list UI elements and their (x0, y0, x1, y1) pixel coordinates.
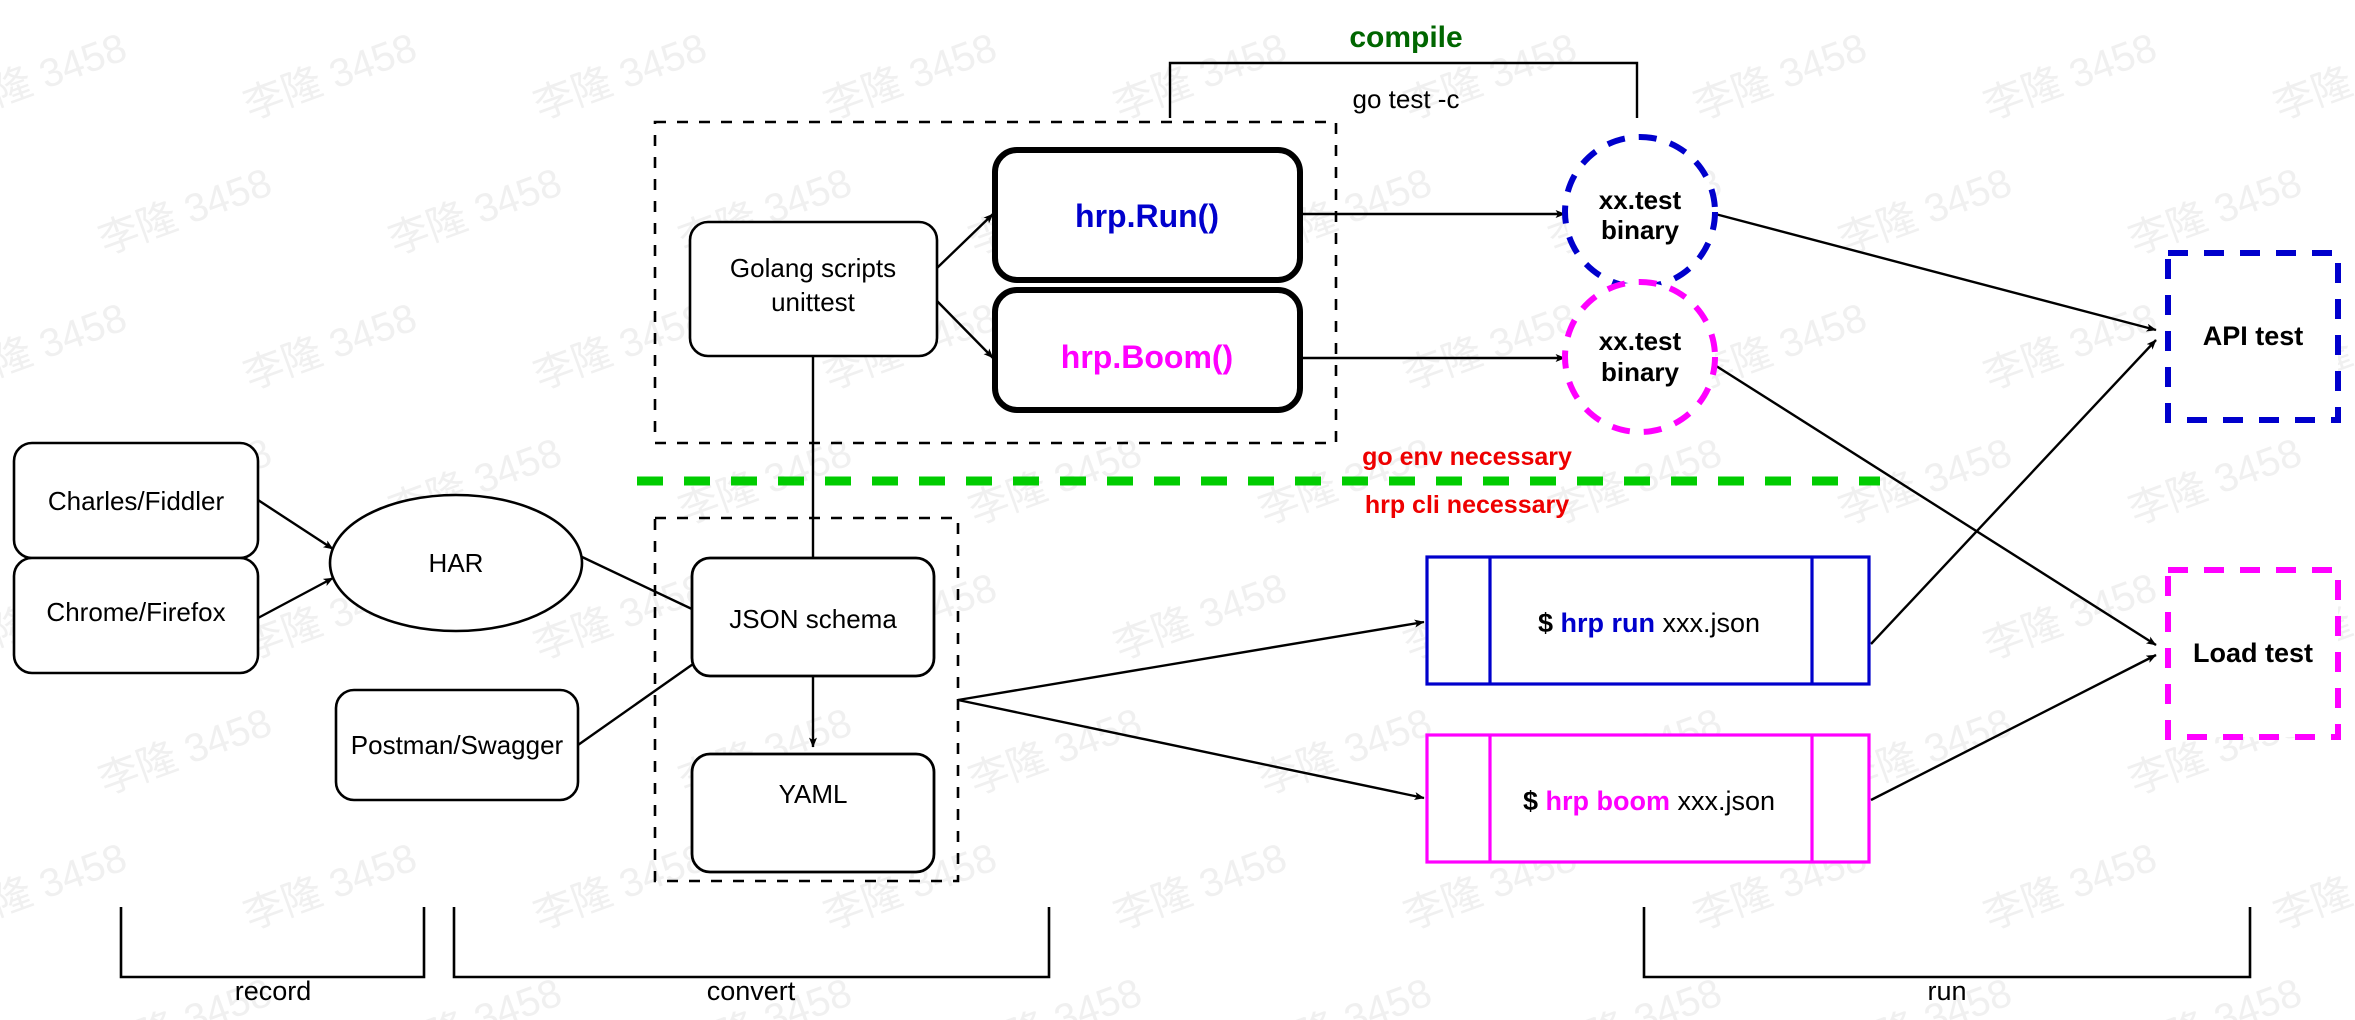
node-cli-hrp-boom-text: $ hrp boom xxx.json (1523, 786, 1775, 816)
edge-golang-to-hrpboom (936, 300, 994, 359)
node-har-label: HAR (429, 548, 484, 578)
compile-label: compile (1349, 21, 1462, 54)
cli-run-command: hrp run (1560, 608, 1655, 638)
phase-brackets (119, 907, 2252, 979)
edge-cli-boom-to-load-test (1870, 653, 2157, 802)
edge-chrome-to-har (257, 576, 334, 620)
phase-label-record: record (235, 976, 312, 1006)
node-golang-scripts-unittest[interactable]: Golang scripts unittest (688, 220, 939, 358)
node-binary-magenta[interactable]: xx.test binary (1562, 279, 1718, 435)
node-golang-scripts-label-line1: Golang scripts (730, 253, 896, 283)
node-yaml-label: YAML (779, 779, 848, 809)
cli-run-prompt: $ (1538, 608, 1553, 638)
phase-label-run: run (1927, 976, 1966, 1006)
compile-bracket (1168, 61, 1639, 118)
node-cli-hrp-boom[interactable]: $ hrp boom xxx.json (1425, 733, 1871, 864)
go-env-necessary-label: go env necessary (1362, 443, 1572, 471)
hrp-cli-necessary-label: hrp cli necessary (1365, 491, 1569, 519)
node-chrome-firefox[interactable]: Chrome/Firefox (12, 556, 260, 675)
node-api-test[interactable]: API test (2165, 250, 2341, 423)
node-hrp-run-label: hrp.Run() (1075, 198, 1219, 234)
node-charles-fiddler-label: Charles/Fiddler (48, 486, 225, 516)
node-binary-blue-label-line2: binary (1601, 215, 1680, 245)
node-golang-scripts-label-line2: unittest (771, 287, 856, 317)
edge-convert-to-cli-boom (957, 698, 1425, 800)
edge-magenta-binary-to-load-test (1701, 355, 2157, 647)
node-binary-blue[interactable]: xx.test binary (1562, 134, 1718, 290)
node-cli-hrp-run[interactable]: $ hrp run xxx.json (1425, 555, 1871, 686)
edge-charles-to-har (257, 498, 334, 551)
node-yaml[interactable]: YAML (690, 752, 936, 874)
node-load-test[interactable]: Load test (2165, 567, 2341, 740)
cli-run-argument: xxx.json (1663, 608, 1761, 638)
edge-golang-to-hrprun (936, 213, 994, 269)
phase-label-convert: convert (707, 976, 796, 1006)
node-hrp-run[interactable]: hrp.Run() (992, 147, 1303, 283)
node-har[interactable]: HAR (328, 493, 584, 633)
node-json-schema-label: JSON schema (729, 604, 897, 634)
edge-blue-binary-to-api-test (1699, 208, 2157, 332)
node-binary-magenta-label-line1: xx.test (1599, 326, 1682, 356)
node-hrp-boom-label: hrp.Boom() (1061, 339, 1233, 375)
node-cli-hrp-run-text: $ hrp run xxx.json (1538, 608, 1760, 638)
edge-cli-run-to-api-test (1870, 339, 2157, 645)
cli-boom-argument: xxx.json (1678, 786, 1776, 816)
node-postman-swagger[interactable]: Postman/Swagger (334, 688, 580, 802)
node-binary-magenta-label-line2: binary (1601, 357, 1680, 387)
edge-postman-to-json (577, 649, 714, 746)
cli-boom-command: hrp boom (1546, 786, 1670, 816)
edges (257, 208, 2157, 802)
node-chrome-firefox-label: Chrome/Firefox (46, 597, 225, 627)
cli-boom-prompt: $ (1523, 786, 1538, 816)
unittest-group-container (653, 120, 1338, 445)
node-api-test-label: API test (2203, 321, 2304, 351)
bracket-run (1642, 907, 2252, 979)
edge-convert-to-cli-run (957, 619, 1425, 702)
bracket-convert (452, 907, 1051, 979)
node-json-schema[interactable]: JSON schema (690, 556, 936, 678)
node-charles-fiddler[interactable]: Charles/Fiddler (12, 441, 260, 560)
bracket-record (119, 907, 426, 979)
go-test-c-label: go test -c (1353, 84, 1460, 114)
node-postman-swagger-label: Postman/Swagger (351, 730, 564, 760)
node-hrp-boom[interactable]: hrp.Boom() (992, 287, 1303, 413)
node-binary-blue-label-line1: xx.test (1599, 185, 1682, 215)
node-load-test-label: Load test (2193, 638, 2313, 668)
